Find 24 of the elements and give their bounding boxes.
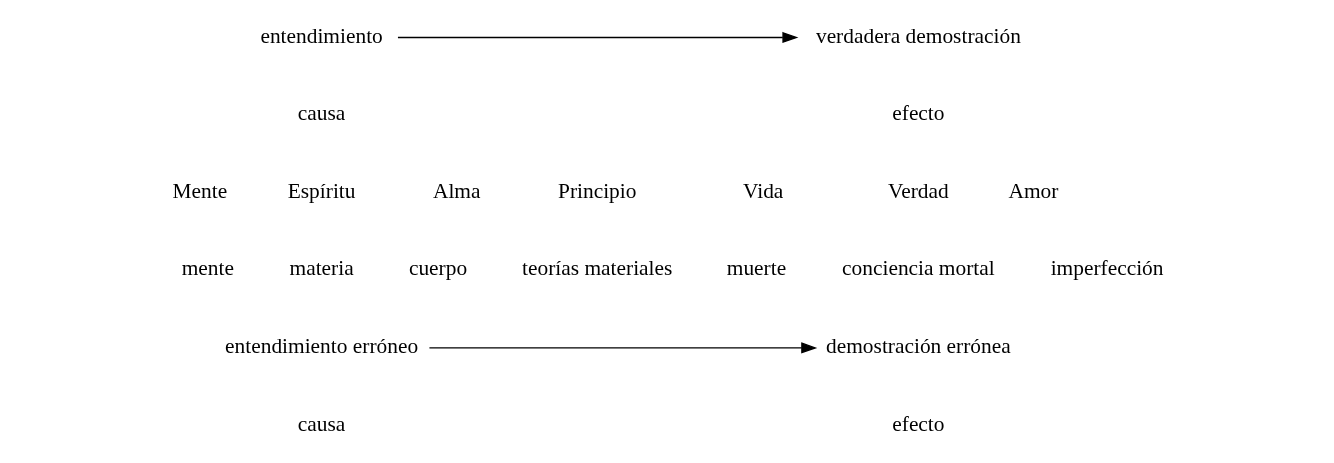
arrow [428, 342, 817, 354]
label: Verdad [887, 178, 949, 203]
label: materia [289, 256, 354, 281]
arrow [396, 31, 798, 44]
label: Principio [557, 178, 636, 203]
label: Alma [432, 178, 481, 203]
label: conciencia mortal [841, 256, 995, 281]
node-text: entendimiento erróneo [224, 334, 418, 358]
label: mente [181, 256, 234, 281]
label: Espíritu [287, 178, 355, 203]
label: teorías materiales [521, 256, 672, 281]
label: muerte [726, 256, 786, 281]
label: imperfección [1050, 256, 1163, 281]
node-text: entendimiento [259, 23, 383, 48]
label: cuerpo [408, 256, 467, 281]
label: efecto [891, 101, 945, 126]
node-text: verdadera demostración [815, 23, 1021, 48]
label: Amor [1008, 178, 1058, 203]
label: causa [297, 411, 345, 436]
node-text: demostración errónea [825, 334, 1011, 358]
label: causa [297, 101, 345, 126]
label: Vida [742, 178, 783, 203]
label: Mente [172, 178, 227, 203]
label: efecto [891, 411, 945, 436]
